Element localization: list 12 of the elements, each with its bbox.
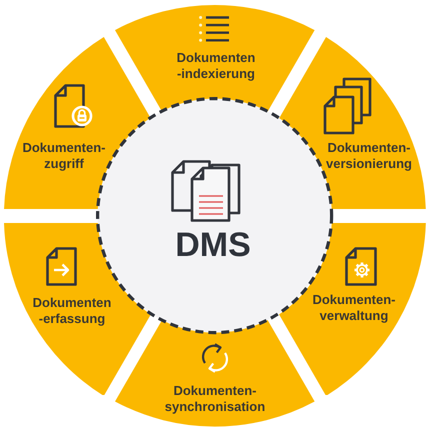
segment-label: Dokumenten- versionierung [326, 140, 412, 172]
ring-segment [4, 222, 151, 396]
segment-label: Dokumenten- verwaltung [312, 292, 396, 324]
segment-label: Dokumenten -indexierung [176, 50, 256, 82]
hub-label: DMS [175, 226, 251, 263]
segment-label: Dokumenten- zugriff [22, 140, 106, 172]
ring-segment [115, 320, 315, 427]
ring-segment [115, 5, 315, 112]
segment-label: Dokumenten -erfassung [32, 295, 112, 327]
ring-segment [4, 36, 151, 210]
ring-segment [279, 222, 426, 396]
segment-label: Dokumenten- synchronisation [164, 382, 266, 415]
